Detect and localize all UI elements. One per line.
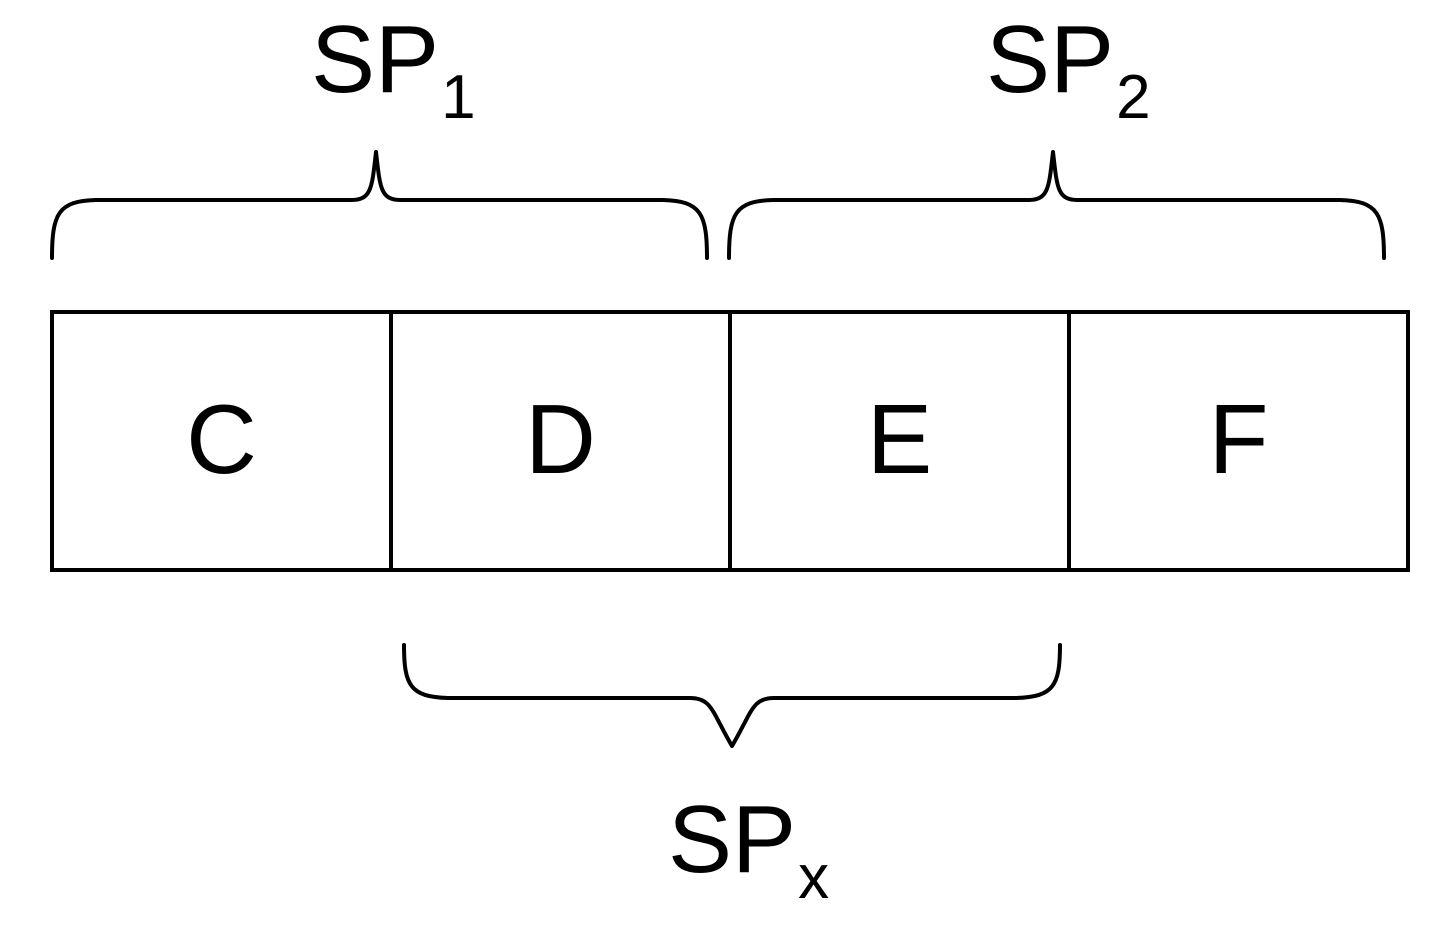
brace-label-sp1: SP1 — [311, 12, 476, 129]
brace-label-spx: SPx — [668, 792, 829, 909]
brace-sp2-path — [727, 150, 1386, 260]
brace-label-sp1-subscript: 1 — [441, 63, 476, 132]
brace-label-sp2-base: SP — [986, 6, 1115, 113]
brace-label-sp1-base: SP — [311, 6, 440, 113]
segment-cell-f: F — [1071, 314, 1406, 568]
brace-spx-path — [402, 643, 1062, 748]
segment-cell-e: E — [732, 314, 1071, 568]
brace-label-spx-subscript: x — [798, 843, 830, 912]
segment-cell-f-label: F — [1208, 384, 1269, 494]
segment-cell-c-label: C — [186, 384, 257, 494]
brace-sp1-path — [50, 150, 709, 260]
segment-cell-e-label: E — [866, 384, 933, 494]
segment-row: C D E F — [50, 310, 1410, 572]
segment-cell-d: D — [393, 314, 732, 568]
brace-label-sp2-subscript: 2 — [1116, 63, 1151, 132]
segment-cell-c: C — [54, 314, 393, 568]
segment-cell-d-label: D — [525, 384, 596, 494]
brace-label-sp2: SP2 — [986, 12, 1151, 129]
brace-label-spx-base: SP — [668, 786, 797, 893]
